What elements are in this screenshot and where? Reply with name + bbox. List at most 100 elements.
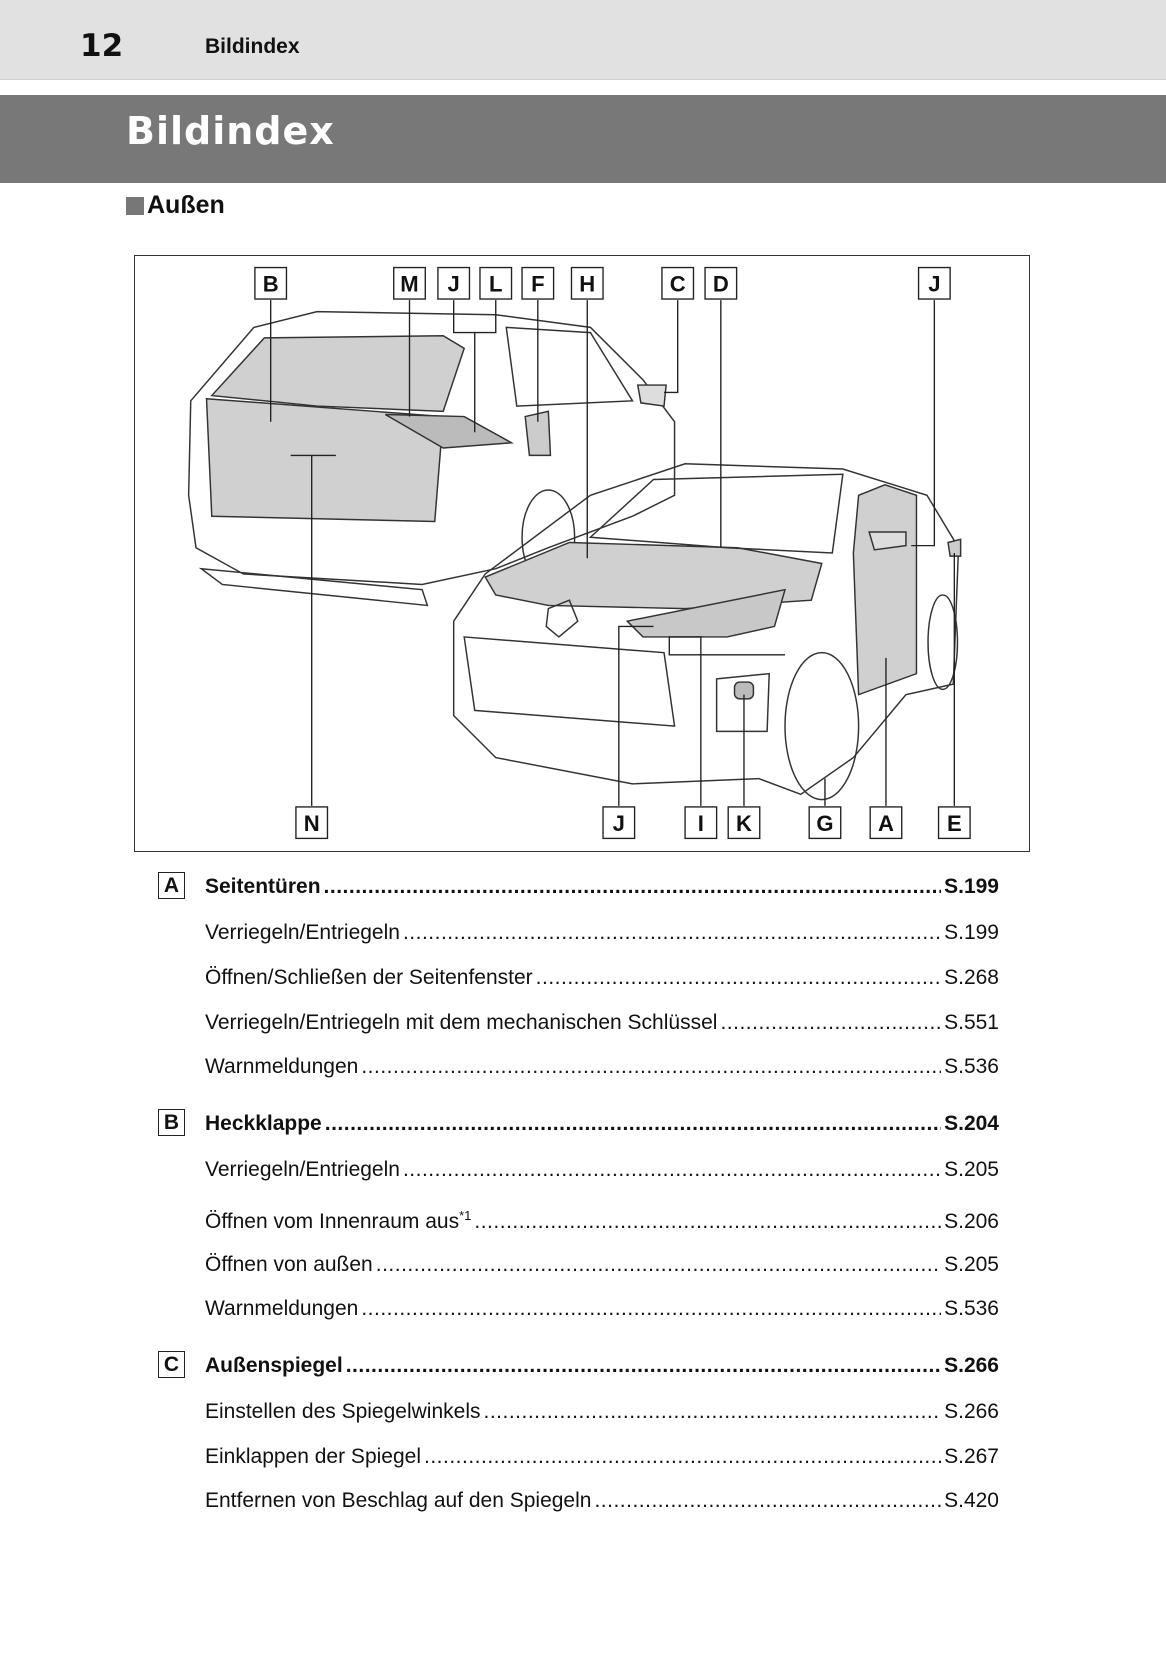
top-callout-labels: B M J L F H C D J	[254, 266, 951, 300]
callout-F: F	[521, 266, 555, 300]
callout-J2: J	[917, 266, 951, 300]
key-badge: A	[158, 872, 185, 899]
leader-dots	[403, 1158, 941, 1182]
entry-page[interactable]: S.199	[944, 875, 999, 898]
svg-text:J: J	[613, 811, 625, 836]
index-entry[interactable]: Verriegeln/Entriegeln mit dem mechanisch…	[205, 1011, 999, 1035]
entry-page[interactable]: S.536	[944, 1297, 999, 1320]
entry-page[interactable]: S.551	[944, 1011, 999, 1034]
svg-text:L: L	[489, 272, 502, 297]
square-bullet-icon	[126, 196, 144, 215]
leader-dots	[594, 1489, 941, 1513]
bottom-callout-labels: N J I K G A E	[295, 806, 971, 840]
entry-label: Öffnen/Schließen der Seitenfenster	[205, 966, 533, 989]
leader-dots	[484, 1400, 942, 1424]
index-entry[interactable]: Verriegeln/Entriegeln S.205	[205, 1158, 999, 1182]
entry-page[interactable]: S.536	[944, 1055, 999, 1078]
svg-text:M: M	[400, 272, 418, 297]
entry-page[interactable]: S.267	[944, 1445, 999, 1468]
index-entry[interactable]: Öffnen/Schließen der Seitenfenster S.268	[205, 966, 999, 990]
svg-text:J: J	[928, 272, 940, 297]
leader-dots	[474, 1210, 941, 1234]
svg-text:K: K	[736, 811, 752, 836]
entry-page[interactable]: S.199	[944, 921, 999, 944]
callout-M: M	[393, 266, 426, 300]
leader-dots	[536, 966, 941, 990]
running-title: Bildindex	[205, 35, 300, 58]
svg-text:B: B	[263, 272, 279, 297]
callout-A: A	[869, 806, 903, 840]
entry-label: Verriegeln/Entriegeln	[205, 921, 400, 944]
entry-page[interactable]: S.268	[944, 966, 999, 989]
entry-label-text: Öffnen vom Innenraum aus	[205, 1210, 460, 1233]
leader-dots	[403, 921, 941, 945]
entry-page[interactable]: S.266	[944, 1354, 999, 1377]
index-entry-main[interactable]: Seitentüren S.199	[205, 875, 999, 899]
vehicle-exterior-illustration: B M J L F H C D J N J I K G A E	[134, 255, 1030, 852]
index-entry[interactable]: Warnmeldungen S.536	[205, 1297, 999, 1321]
leader-dots	[346, 1354, 941, 1378]
callout-I: I	[684, 806, 718, 840]
index-entry[interactable]: Öffnen vom Innenraum aus*1 S.206	[205, 1208, 999, 1234]
leader-dots	[361, 1055, 941, 1079]
entry-title: Heckklappe	[205, 1112, 322, 1135]
callout-E: E	[937, 806, 971, 840]
rear-car	[187, 310, 676, 607]
svg-text:A: A	[878, 811, 894, 836]
callout-N: N	[295, 806, 329, 840]
svg-text:C: C	[670, 272, 686, 297]
index-entry-main[interactable]: Heckklappe S.204	[205, 1112, 999, 1136]
index-entry[interactable]: Einstellen des Spiegelwinkels S.266	[205, 1400, 999, 1424]
index-entry[interactable]: Warnmeldungen S.536	[205, 1055, 999, 1079]
index-entry[interactable]: Öffnen von außen S.205	[205, 1253, 999, 1277]
leader-dots	[376, 1253, 941, 1277]
entry-label: Verriegeln/Entriegeln	[205, 1158, 400, 1181]
leader-dots	[361, 1297, 941, 1321]
entry-label: Verriegeln/Entriegeln mit dem mechanisch…	[205, 1011, 718, 1034]
entry-title: Außenspiegel	[205, 1354, 343, 1377]
callout-K: K	[727, 806, 761, 840]
svg-text:H: H	[579, 272, 595, 297]
entry-label: Einstellen des Spiegelwinkels	[205, 1400, 481, 1423]
entry-page[interactable]: S.205	[944, 1158, 999, 1181]
leader-dots	[720, 1011, 941, 1035]
entry-title: Seitentüren	[205, 875, 321, 898]
callout-J3: J	[602, 806, 636, 840]
entry-page[interactable]: S.206	[944, 1210, 999, 1233]
callout-C: C	[661, 266, 695, 300]
leader-dots	[324, 875, 942, 899]
entry-label: Öffnen von außen	[205, 1253, 373, 1276]
entry-page[interactable]: S.420	[944, 1489, 999, 1512]
callout-D: D	[704, 266, 738, 300]
footnote-marker: *1	[459, 1208, 472, 1223]
index-entry[interactable]: Verriegeln/Entriegeln S.199	[205, 921, 999, 945]
entry-page[interactable]: S.205	[944, 1253, 999, 1276]
svg-text:D: D	[713, 272, 729, 297]
title-band: Bildindex	[0, 95, 1166, 183]
section-title: Außen	[147, 191, 225, 219]
index-entry-main[interactable]: Außenspiegel S.266	[205, 1354, 999, 1378]
section-heading: Außen	[126, 191, 225, 220]
entry-label: Warnmeldungen	[205, 1297, 359, 1320]
callout-B: B	[254, 266, 288, 300]
leader-dots	[424, 1445, 941, 1469]
key-badge: B	[158, 1109, 185, 1136]
page-number: 12	[80, 28, 124, 64]
svg-text:E: E	[947, 811, 962, 836]
svg-text:G: G	[816, 811, 833, 836]
front-car	[452, 463, 962, 801]
svg-text:N: N	[304, 811, 320, 836]
entry-label: Einklappen der Spiegel	[205, 1445, 421, 1468]
callout-L: L	[479, 266, 513, 300]
running-header: 12 Bildindex	[0, 0, 1166, 80]
entry-page[interactable]: S.204	[944, 1112, 999, 1135]
entry-label: Öffnen vom Innenraum aus*1	[205, 1208, 474, 1234]
entry-page[interactable]: S.266	[944, 1400, 999, 1423]
callout-G: G	[808, 806, 842, 840]
key-badge: C	[158, 1351, 185, 1378]
callout-H: H	[570, 266, 604, 300]
entry-label: Warnmeldungen	[205, 1055, 359, 1078]
index-entry[interactable]: Einklappen der Spiegel S.267	[205, 1445, 999, 1469]
index-entry[interactable]: Entfernen von Beschlag auf den SpiegelnS…	[205, 1489, 999, 1513]
leader-lines	[269, 300, 956, 806]
